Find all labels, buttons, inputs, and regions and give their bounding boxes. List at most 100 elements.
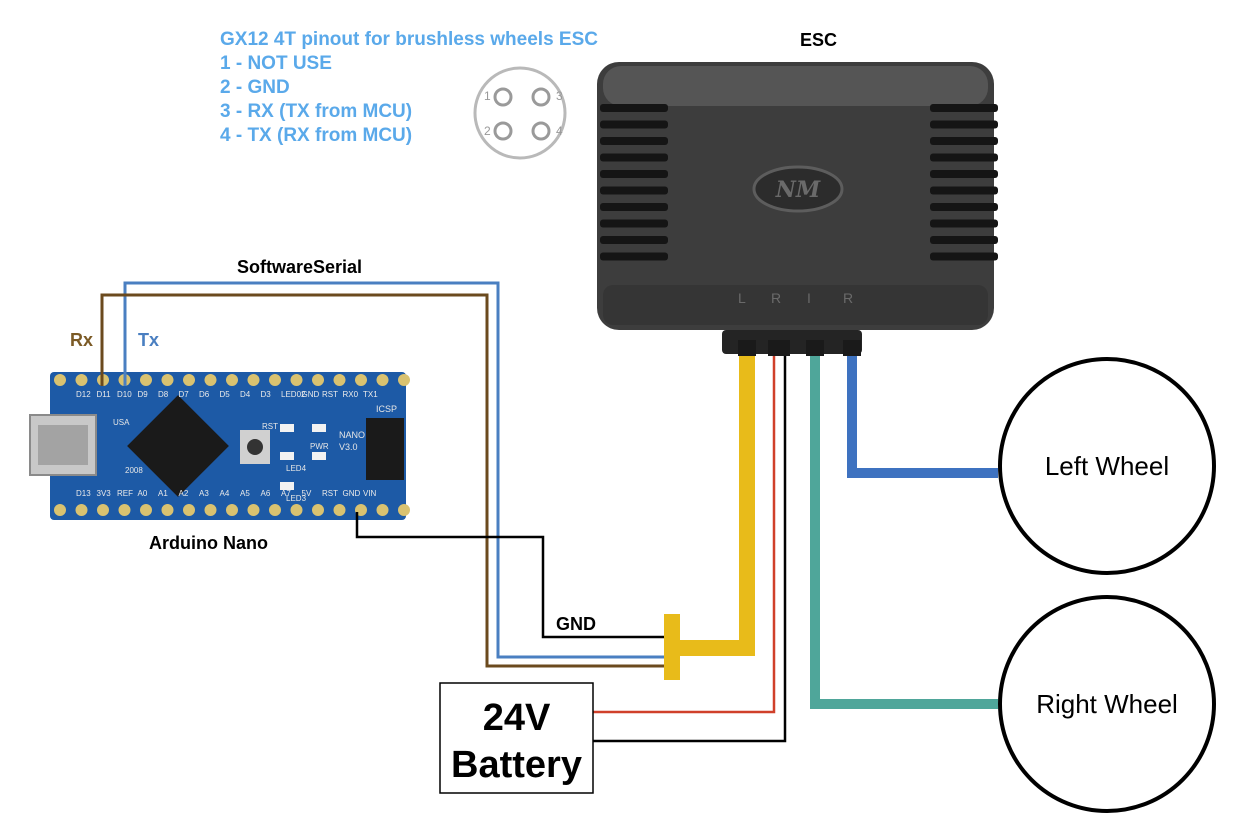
arduino-pin <box>290 374 303 386</box>
gnd-wire <box>355 512 667 639</box>
pinout-line-1: 1 - NOT USE <box>220 53 332 74</box>
esc-vent <box>930 137 998 145</box>
arduino-text-led3: LED3 <box>286 494 307 503</box>
arduino-pin <box>290 504 303 516</box>
arduino-pin <box>355 374 367 386</box>
arduino-pin <box>376 504 389 516</box>
arduino-pin <box>226 374 238 386</box>
arduino-pin <box>247 374 260 386</box>
arduino-pin-label: A0 <box>137 489 148 498</box>
arduino-pin-label: TX1 <box>363 390 378 399</box>
connector-pin-4: 4 <box>556 124 563 138</box>
arduino-pin-label: D12 <box>76 390 91 399</box>
software-serial-label: SoftwareSerial <box>237 257 363 277</box>
battery-gnd-wire <box>593 352 787 743</box>
rx-label: Rx <box>70 330 94 350</box>
esc-vent <box>600 186 668 195</box>
pinout-title: GX12 4T pinout for brushless wheels ESC <box>220 29 598 50</box>
arduino-text-nano: NANO <box>339 430 366 440</box>
pinout-line-3: 3 - RX (TX from MCU) <box>220 101 413 122</box>
arduino-pin <box>183 504 195 516</box>
right-wheel-circle <box>998 595 1216 813</box>
arduino-pin <box>226 504 238 516</box>
esc-port-letter-1: L <box>738 290 746 306</box>
arduino-pin <box>161 504 174 516</box>
left-wheel-label: Left Wheel <box>1044 451 1170 481</box>
arduino-pin <box>312 374 324 386</box>
arduino-pin <box>54 504 66 516</box>
arduino-pin-label: A5 <box>240 489 250 498</box>
esc-vent <box>600 219 668 228</box>
arduino-pin <box>269 374 281 386</box>
arduino-pin <box>333 374 346 386</box>
arduino-text-pwr: PWR <box>310 442 329 451</box>
esc-vent <box>600 203 668 211</box>
arduino-pin <box>398 374 410 386</box>
arduino-pin-label: 5V <box>301 489 312 498</box>
battery-box <box>439 682 594 794</box>
arduino-pin-label: A6 <box>260 489 271 498</box>
arduino-pin-label: VIN <box>363 489 377 498</box>
arduino-pin <box>97 504 109 516</box>
arduino-pin-label: A3 <box>199 489 209 498</box>
arduino-pin-label: D6 <box>199 390 210 399</box>
arduino-pin-label: LED02 <box>281 390 306 399</box>
connector-pin-3: 3 <box>556 89 563 103</box>
arduino-text-icsp: ICSP <box>376 404 398 414</box>
esc-port-letter-4: R <box>843 290 854 306</box>
yellow-wire <box>675 350 755 656</box>
esc-vent <box>600 137 668 145</box>
left-wheel-circle <box>998 357 1216 575</box>
arduino-pin <box>269 504 281 516</box>
tx-wire <box>123 281 667 659</box>
arduino-pin <box>398 504 410 516</box>
arduino-pin-label: D13 <box>76 489 91 498</box>
arduino-pin <box>312 504 324 516</box>
arduino-pin <box>204 504 217 516</box>
arduino-pin <box>140 374 152 386</box>
esc-label: ESC <box>800 30 838 50</box>
gnd-label: GND <box>556 614 596 634</box>
arduino-pin-label: D9 <box>137 390 148 399</box>
esc-vent <box>930 153 998 162</box>
arduino-pin-label: D10 <box>117 390 132 399</box>
blue-wire <box>847 350 998 478</box>
arduino-pin-label: D3 <box>260 390 271 399</box>
arduino-pin-label: D8 <box>158 390 169 399</box>
gx12-connector-icon <box>473 66 567 160</box>
arduino-pin-label: GND <box>301 390 320 399</box>
arduino-pin <box>183 374 195 386</box>
wires <box>100 281 998 743</box>
pinout-line-2: 2 - GND <box>220 77 290 98</box>
arduino-pin <box>204 374 217 386</box>
esc-vent <box>600 120 668 129</box>
arduino-pin <box>75 504 88 516</box>
arduino-board-icon <box>29 372 410 520</box>
esc-vent <box>930 186 998 195</box>
svg-text:NM: NM <box>775 177 821 203</box>
esc-vent <box>930 203 998 211</box>
battery-label: Battery <box>451 744 582 786</box>
esc-port-letter-3: I <box>807 290 811 306</box>
battery-voltage: 24V <box>482 697 551 739</box>
esc-port-letter-2: R <box>771 290 782 306</box>
esc-vent <box>600 236 668 244</box>
arduino-pin-label: D4 <box>240 390 251 399</box>
esc-vent <box>930 170 998 178</box>
arduino-pin <box>54 374 66 386</box>
arduino-pin-label: A2 <box>178 489 189 498</box>
arduino-pin-label: REF <box>117 489 133 498</box>
esc-vent <box>600 170 668 178</box>
esc-vent <box>930 219 998 228</box>
arduino-pin <box>75 374 88 386</box>
esc-vent <box>600 252 668 261</box>
esc-vent <box>600 153 668 162</box>
arduino-text-rst: RST <box>262 422 278 431</box>
arduino-pin-label: RST <box>322 390 338 399</box>
arduino-label: Arduino Nano <box>149 533 268 553</box>
teal-wire <box>810 350 998 709</box>
arduino-pin <box>247 504 260 516</box>
arduino-pin-label: GND <box>342 489 361 498</box>
arduino-pin-label: RX0 <box>342 390 359 399</box>
esc-vent <box>930 120 998 129</box>
